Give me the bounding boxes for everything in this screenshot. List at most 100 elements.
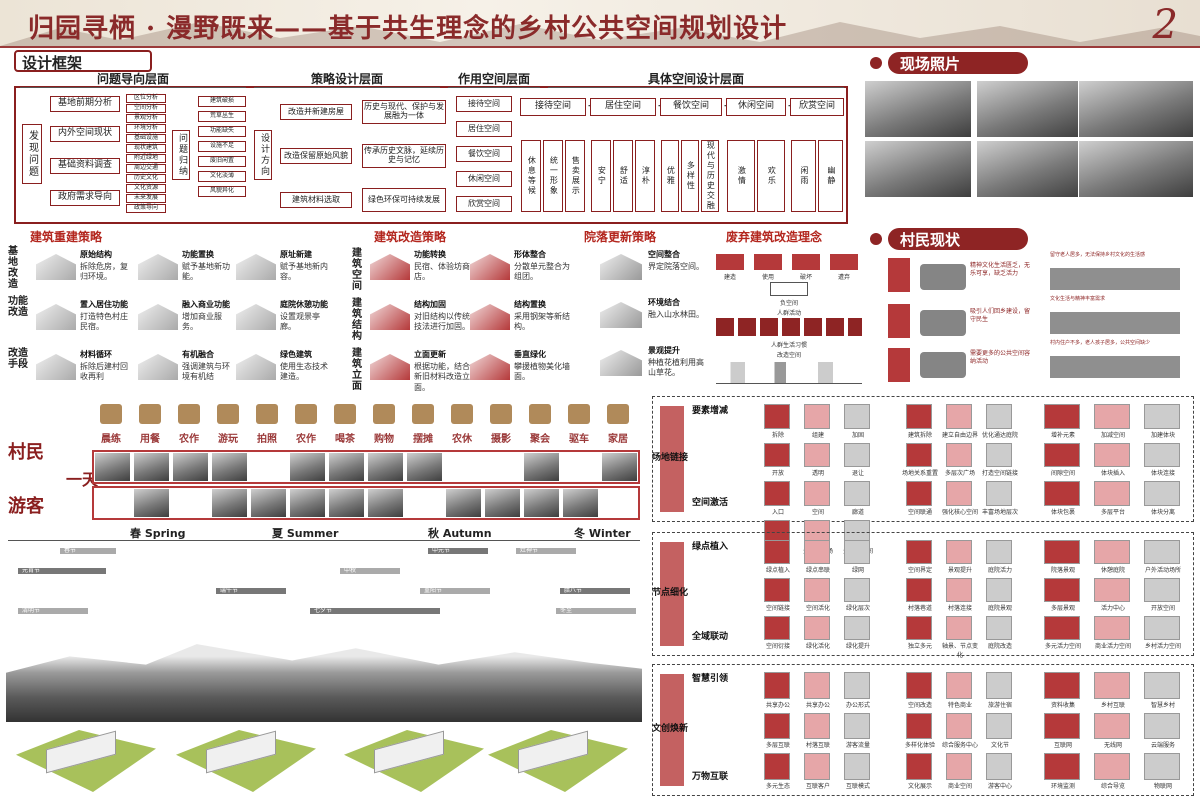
strategy-caption: 多层次广场 (944, 470, 975, 478)
damage-square (792, 254, 820, 270)
detail-item: 幽静 (818, 140, 843, 212)
strategy-caption: 体块插入 (1100, 470, 1125, 478)
rebuild-item-desc: 打造特色村庄民宿。 (80, 312, 128, 332)
tourist-activity-photo (562, 488, 599, 518)
rebuild-item-title: 功能置换 (182, 250, 214, 259)
villagers-title: 村民现状 (900, 230, 961, 249)
strategy-diagram (946, 753, 972, 780)
strategy-caption: 庭院景观 (987, 605, 1012, 612)
season-bar: 七夕节 (310, 608, 440, 614)
rebuild-item-desc: 拆除后建村回收再利 (80, 362, 128, 382)
detail-item: 优雅 (661, 140, 679, 212)
abandoned-diagram: 建造 使用 破坏 遭弃 负空间 人群活动 人群生活习惯 改造空间 (714, 250, 864, 386)
strategy-diagram (764, 481, 790, 506)
renovate-item-title: 功能转换 (414, 250, 446, 259)
rebuild-row-2: 功能改造 (8, 296, 28, 318)
abandoned-title: 废弃建筑改造理念 (726, 230, 823, 244)
village-panorama (6, 644, 642, 722)
renovate-row-3: 建筑立面 (352, 348, 362, 392)
induce-item: 建筑破损 (198, 96, 246, 107)
strategy-diagram (946, 404, 972, 429)
abandoned-label-8: 改造空间 (776, 352, 801, 359)
activity-icon (178, 404, 200, 424)
villager-activity-photo (172, 452, 209, 482)
strategy-caption: 资料收集 (1050, 701, 1075, 709)
strategy-caption: 村落巷道 (907, 605, 932, 612)
strategy-caption: 户外活动场所 (1144, 567, 1181, 574)
strategy-diagram (906, 540, 932, 564)
season-summer: 夏 Summer (272, 527, 339, 540)
activity-icon (100, 404, 122, 424)
strategy-diagram (844, 616, 870, 640)
strategy-diagram (906, 442, 932, 468)
strategy-diagram (1044, 540, 1080, 564)
activity-label: 用餐 (140, 434, 160, 445)
issue-detail: 区位分析 (126, 94, 166, 103)
season-bar-label: 中元节 (432, 547, 451, 554)
detail-space-title: 餐饮空间 (660, 98, 722, 116)
strategy-caption: 文化展示 (907, 783, 932, 790)
rebuild-item-desc: 增加商业服务。 (182, 312, 222, 332)
site-photo (864, 140, 972, 198)
strategy-diagram (986, 481, 1012, 506)
strategy-diagram (764, 442, 790, 468)
strategy-diagram (1094, 753, 1130, 780)
strategy-caption: 建筑拆除 (907, 431, 932, 439)
activity-icon (568, 404, 590, 424)
villager-figure-3 (888, 348, 910, 382)
strategy-caption: 无线网 (1103, 742, 1122, 750)
strategy-caption: 云端服务 (1150, 742, 1175, 750)
strategy-diagram (844, 404, 870, 429)
strategy-caption: 环境监测 (1050, 783, 1075, 790)
rebuild-item-title: 原址新建 (280, 250, 312, 259)
strategy-diagram (1144, 712, 1180, 740)
panel-label-1: 智慧引领 (692, 674, 729, 684)
strategy-diagram (906, 481, 932, 506)
strategy-caption: 绿化提升 (845, 643, 870, 650)
rebuild-house-icon (138, 304, 178, 330)
induce-item: 设施不足 (198, 141, 246, 152)
strategy-caption: 多样化体验 (904, 742, 935, 750)
strategy-diagram (1094, 442, 1130, 468)
strategy-diagram (946, 616, 972, 640)
rebuild-row-1: 基地改造 (8, 246, 20, 290)
site-photo (1078, 80, 1194, 138)
strategy-diagram (986, 540, 1012, 564)
transformation-strip (716, 362, 862, 384)
season-bar: 清明节 (18, 608, 88, 614)
issue-detail: 景观分析 (126, 114, 166, 123)
strategy-diagram (804, 616, 830, 640)
rebuild-item-desc: 使用生态技术建造。 (280, 362, 328, 382)
detail-space-title: 欣赏空间 (790, 98, 844, 116)
strategy-caption: 绿化层次 (845, 605, 870, 612)
photos-title-pill: 现场照片 (870, 52, 1028, 74)
courtyard-house-icon (600, 350, 642, 376)
rebuild-item-desc: 拆除危房，复归环境。 (80, 262, 128, 282)
strategy-caption: 空间界定 (907, 567, 932, 574)
detail-space-title: 接待空间 (520, 98, 586, 116)
panel-red-blocks (660, 542, 684, 646)
rebuild-house-icon (138, 354, 178, 380)
strategy-caption: 增补元素 (1050, 431, 1075, 439)
season-winter: 冬 Winter (574, 527, 631, 540)
activity-icon (373, 404, 395, 424)
strategy-diagram (804, 578, 830, 602)
strategy-diagram (764, 616, 790, 640)
issue-detail: 文化资源 (126, 184, 166, 193)
detail-item: 激情 (727, 140, 755, 212)
strategy-caption: 体块分离 (1150, 509, 1175, 516)
renovate-item-desc: 分散单元整合为组团。 (514, 262, 570, 282)
strategy-diagram (844, 672, 870, 699)
strategy-diagram (1094, 578, 1130, 602)
tourist-timeline (92, 486, 640, 520)
villager-note-1: 留守老人居多，无法保持乡村文化的生活感 (1050, 252, 1146, 258)
villager-note-6: 需要更多的公共空间容纳活动 (970, 350, 1031, 365)
renovate-item-desc: 民宿、体验坊商店。 (414, 262, 470, 282)
detail-item: 舒适 (613, 140, 633, 212)
strategy-diagram (986, 578, 1012, 602)
season-bar-label: 重阳节 (424, 587, 443, 594)
issue-detail: 空间分析 (126, 104, 166, 113)
abandoned-label-2: 使用 (761, 274, 774, 281)
strategy-diagram (1144, 404, 1180, 429)
strategy-diagram (946, 442, 972, 468)
